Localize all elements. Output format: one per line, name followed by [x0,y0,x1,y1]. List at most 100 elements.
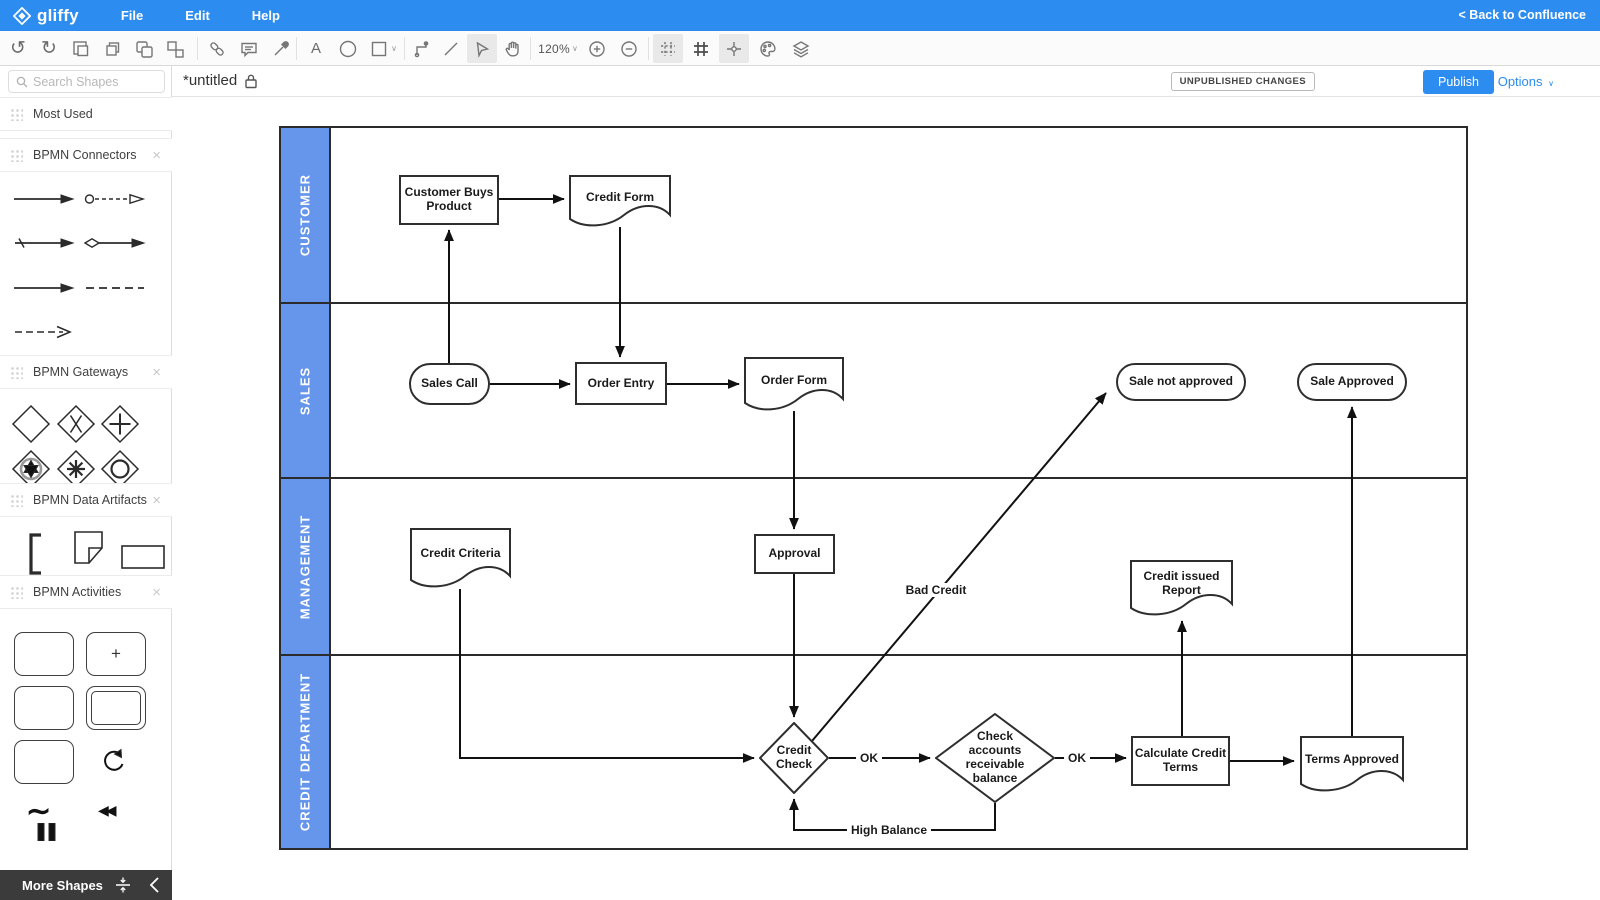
shape-sequence-flow[interactable] [13,192,75,206]
shape-compensation-marker[interactable]: ◀◀ [98,802,116,818]
drag-handle-icon[interactable] [10,107,23,121]
arrange-icon[interactable] [160,34,190,63]
chevron-left-icon[interactable] [148,876,160,894]
lock-icon[interactable] [244,73,258,89]
edge-label-ok-1: OK [856,751,882,765]
swimlane-pool[interactable]: CUSTOMER SALES MANAGEMENT CREDIT DEPARTM… [279,126,1468,850]
shape-subprocess[interactable]: + [86,632,146,676]
section-bpmn-data-artifacts[interactable]: BPMN Data Artifacts × [0,483,172,517]
drag-handle-icon[interactable] [10,585,23,599]
collapse-panel-icon[interactable] [114,876,132,894]
section-bpmn-activities[interactable]: BPMN Activities × [0,575,172,609]
duplicate-icon[interactable] [129,34,159,63]
theme-palette-icon[interactable] [753,34,783,63]
line-tool[interactable] [436,34,466,63]
more-shapes-bar[interactable]: More Shapes [0,870,172,900]
menu-help[interactable]: Help [251,8,280,23]
options-dropdown[interactable]: Options ∨ [1497,74,1554,89]
publish-button[interactable]: Publish [1423,70,1494,94]
search-input[interactable] [33,74,148,89]
lane-header-management[interactable]: MANAGEMENT [281,479,331,654]
copy-icon[interactable] [98,34,128,63]
node-credit-criteria[interactable]: Credit Criteria [410,528,511,592]
close-icon[interactable]: × [152,491,161,509]
shape-data-object[interactable] [70,529,108,569]
comment-icon[interactable] [234,34,264,63]
shape-task-2[interactable] [14,686,74,730]
shape-group-bracket[interactable] [25,533,49,575]
shape-dashed-line[interactable] [84,281,146,295]
back-to-confluence-link[interactable]: < Back to Confluence [1458,8,1586,22]
connector-tool[interactable] [408,34,438,63]
shape-task[interactable] [14,632,74,676]
snap-grid-toggle[interactable] [653,34,683,63]
text-tool[interactable]: A [310,40,321,57]
shape-gateway-exclusive-x[interactable] [56,404,96,444]
pan-hand-tool[interactable] [498,34,528,63]
node-credit-issued-report[interactable]: Credit issued Report [1130,560,1233,618]
zoom-level-dropdown[interactable]: 120%∨ [538,41,578,56]
guides-toggle[interactable] [719,34,749,63]
top-app-bar: gliffy File Edit Help < Back to Confluen… [0,0,1600,31]
shape-gateway-parallel[interactable] [100,404,140,444]
drag-handle-icon[interactable] [10,365,23,379]
document-header: *untitled UNPUBLISHED CHANGES Publish Op… [172,66,1600,97]
shape-tool[interactable]: ∨ [364,34,402,63]
shape-gateway-exclusive[interactable] [11,404,51,444]
shape-message-flow[interactable] [84,192,146,206]
ellipse-tool[interactable] [333,34,363,63]
shape-directed-line[interactable] [13,281,75,295]
lane-header-sales[interactable]: SALES [281,304,331,477]
section-most-used[interactable]: Most Used [0,97,172,131]
zoom-in-button[interactable] [582,34,612,63]
node-terms-approved[interactable]: Terms Approved [1300,736,1404,794]
lane-header-customer[interactable]: CUSTOMER [281,128,331,302]
node-order-entry[interactable]: Order Entry [575,362,667,405]
gliffy-logo[interactable]: gliffy [13,6,79,26]
undo-button[interactable]: ↺ [10,38,26,59]
edge-bad-credit[interactable] [811,392,1107,742]
drag-handle-icon[interactable] [10,493,23,507]
shape-conditional-flow[interactable] [84,236,146,250]
layers-icon[interactable] [786,34,816,63]
zoom-out-button[interactable] [614,34,644,63]
node-credit-check[interactable]: Credit Check [759,722,829,794]
redo-button[interactable]: ↻ [41,38,57,59]
edge-criteria-to-creditcheck[interactable] [459,589,755,763]
shape-loop-marker[interactable] [100,748,128,776]
menu-edit[interactable]: Edit [185,8,210,23]
node-sale-approved[interactable]: Sale Approved [1297,363,1407,401]
shape-search[interactable] [8,70,165,93]
shape-annotation-rect[interactable] [120,544,166,570]
group-icon[interactable] [66,34,96,63]
section-bpmn-gateways[interactable]: BPMN Gateways × [0,355,172,389]
close-icon[interactable]: × [152,146,161,164]
section-bpmn-connectors[interactable]: BPMN Connectors × [0,138,172,172]
close-icon[interactable]: × [152,363,161,381]
lane-credit-department: CREDIT DEPARTMENT [281,654,1466,848]
node-check-accounts[interactable]: Check accounts receivable balance [935,713,1055,803]
pointer-tool[interactable] [467,34,497,63]
node-customer-buys-product[interactable]: Customer Buys Product [399,175,499,225]
node-calculate-credit-terms[interactable]: Calculate Credit Terms [1131,736,1230,786]
node-sales-call[interactable]: Sales Call [409,363,490,405]
node-credit-form[interactable]: Credit Form [569,175,671,229]
node-order-form[interactable]: Order Form [744,357,844,413]
diagram-canvas[interactable]: CUSTOMER SALES MANAGEMENT CREDIT DEPARTM… [172,97,1600,900]
document-title[interactable]: *untitled [183,72,238,89]
close-icon[interactable]: × [152,583,161,601]
lane-header-credit-department[interactable]: CREDIT DEPARTMENT [281,656,331,848]
node-sale-not-approved[interactable]: Sale not approved [1116,363,1246,401]
shape-task-3[interactable] [14,740,74,784]
link-icon[interactable] [202,34,232,63]
shape-pause-marker[interactable] [36,823,62,841]
shape-default-flow[interactable] [13,236,75,250]
menu-file[interactable]: File [120,8,144,23]
grid-toggle[interactable] [686,34,716,63]
shape-gateway-inclusive[interactable] [100,449,140,489]
shape-open-arrow-flow[interactable] [13,325,75,339]
node-approval[interactable]: Approval [754,534,835,574]
shape-transaction[interactable] [86,686,146,730]
drag-handle-icon[interactable] [10,148,23,162]
eyedropper-icon[interactable] [266,34,296,63]
